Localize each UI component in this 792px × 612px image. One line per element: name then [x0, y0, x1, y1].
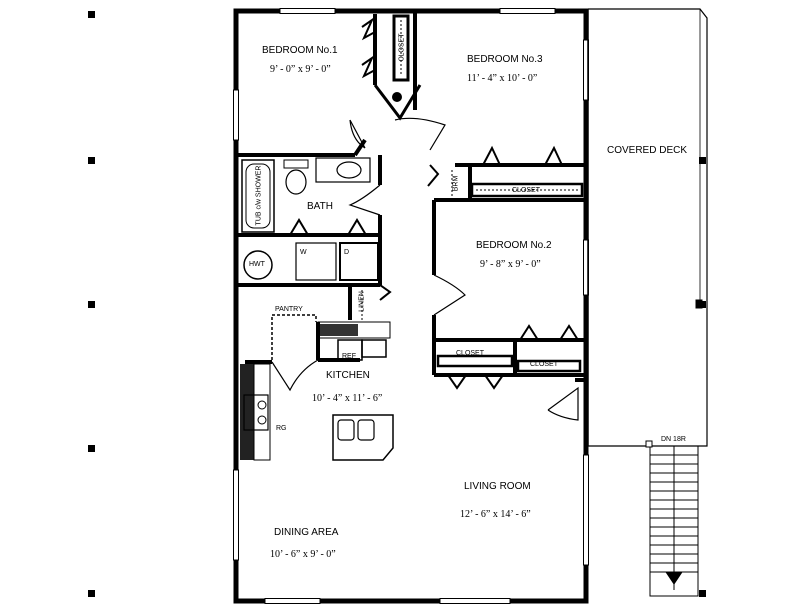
- living-size: 12’ - 6” x 14’ - 6”: [460, 509, 531, 520]
- kitchen-size: 10’ - 4” x 11’ - 6”: [312, 393, 383, 404]
- dryer-label: D: [344, 249, 350, 256]
- closet-label-bedroom1: CLOSET: [398, 33, 406, 62]
- closet-label-bedroom2-a: CLOSET: [456, 350, 485, 357]
- margin-marker: [88, 157, 95, 164]
- bedroom3-size: 11’ - 4” x 10’ - 0”: [467, 73, 538, 84]
- margin-marker: [699, 301, 706, 308]
- exterior-walls: [233, 8, 589, 604]
- corner-closet: [373, 84, 422, 121]
- linen-label: LINEN: [358, 291, 366, 312]
- closet-label-bedroom3: CLOSET: [512, 187, 541, 194]
- tub-label: TUB c/w SHOWER: [255, 165, 263, 226]
- stairs: [645, 440, 699, 597]
- counters: [240, 321, 391, 461]
- bath-fixtures: [241, 157, 371, 233]
- kitchen-name: KITCHEN: [326, 370, 370, 381]
- margin-marker: [699, 157, 706, 164]
- deck: [587, 8, 708, 447]
- bedroom1-size: 9’ - 0” x 9’ - 0”: [270, 64, 331, 75]
- stair-label: DN 18R: [661, 436, 686, 443]
- closet-rods: [392, 14, 584, 373]
- laundry: [243, 242, 379, 281]
- broom-closet-label: BRM: [452, 175, 460, 192]
- hwt-label: HWT: [249, 261, 265, 268]
- margin-marker: [88, 590, 95, 597]
- margin-marker: [88, 301, 95, 308]
- washer-label: W: [300, 249, 307, 256]
- swing-doors: [271, 117, 579, 421]
- windows: [233, 8, 589, 604]
- living-name: LIVING ROOM: [464, 481, 531, 492]
- bedroom1-name: BEDROOM No.1: [262, 45, 338, 56]
- deck-name: COVERED DECK: [607, 145, 688, 156]
- bedroom2-size: 9’ - 8” x 9’ - 0”: [480, 259, 541, 270]
- margin-marker: [699, 590, 706, 597]
- pantry: [271, 314, 317, 360]
- bath-name: BATH: [307, 201, 333, 212]
- margin-marker: [88, 11, 95, 18]
- kitchen-island: [332, 414, 394, 461]
- bifold-doors: [289, 17, 579, 390]
- margin-marker: [88, 445, 95, 452]
- ref-label: REF: [342, 353, 356, 360]
- dining-size: 10’ - 6” x 9’ - 0”: [270, 549, 336, 560]
- pantry-label: PANTRY: [275, 306, 303, 313]
- dining-name: DINING AREA: [274, 527, 339, 538]
- bedroom3-name: BEDROOM No.3: [467, 54, 543, 65]
- bedroom2-name: BEDROOM No.2: [476, 240, 552, 251]
- closet-label-bedroom2-b: CLOSET: [530, 361, 559, 368]
- range-label: RG: [276, 425, 287, 432]
